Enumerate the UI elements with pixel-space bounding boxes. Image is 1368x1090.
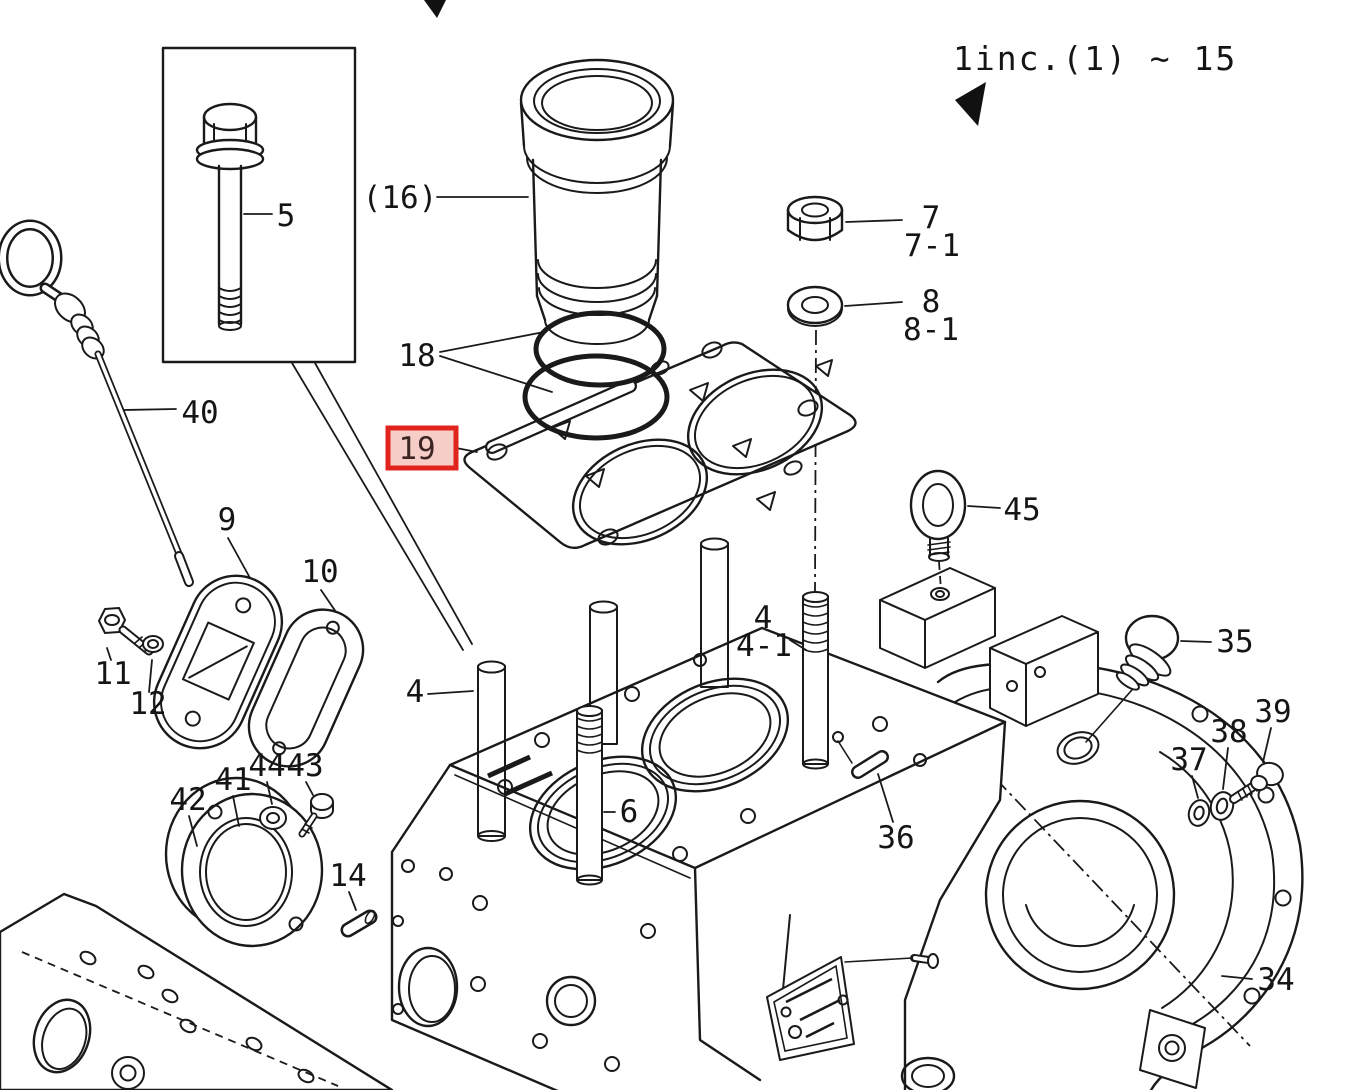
- small-bolt: [910, 953, 939, 969]
- dipstick: [0, 219, 194, 587]
- pointer-arrow-top-icon: [424, 0, 446, 18]
- part-label-7[interactable]: 7: [922, 200, 941, 236]
- cast-marks: [486, 754, 554, 797]
- part-label-14[interactable]: 14: [329, 858, 366, 894]
- leader-lines: [106, 196, 1272, 980]
- stud-4-mid: [589, 600, 618, 745]
- pointer-arrow-icon: [955, 82, 986, 126]
- plug-35: [1115, 614, 1180, 691]
- part-label-39[interactable]: 39: [1254, 694, 1291, 730]
- nut-7: [786, 195, 844, 242]
- timing-cover-plate: [0, 892, 394, 1090]
- stud-6: [576, 705, 603, 886]
- washer-8: [786, 285, 844, 327]
- cylinder-liner: [519, 58, 675, 345]
- part-label-34[interactable]: 34: [1257, 962, 1294, 998]
- part-label-41[interactable]: 41: [214, 762, 251, 798]
- bolt5-location-line2: [314, 362, 473, 645]
- washer-37: [1187, 799, 1211, 827]
- bottom-threaded-boss: [900, 1056, 956, 1090]
- part-label-7-1[interactable]: 7-1: [904, 228, 960, 264]
- part-label-38[interactable]: 38: [1210, 714, 1247, 750]
- side-cover-gasket: [247, 608, 365, 768]
- part-label-4-1[interactable]: 4-1: [736, 628, 792, 664]
- part-label-37[interactable]: 37: [1170, 742, 1207, 778]
- lifting-boss: [879, 567, 996, 669]
- part-label-4-right[interactable]: 4: [754, 600, 773, 636]
- flywheel-housing: [936, 661, 1304, 1090]
- part-label-42[interactable]: 42: [169, 782, 206, 818]
- mount-boss: [989, 615, 1099, 727]
- bolt-43: [298, 793, 334, 838]
- part-label-45[interactable]: 45: [1003, 492, 1040, 528]
- part-label-19[interactable]: 19: [398, 431, 435, 467]
- part-label-40[interactable]: 40: [181, 395, 218, 431]
- bolt-39: [1229, 761, 1284, 804]
- part-label-10[interactable]: 10: [301, 554, 338, 590]
- cylinder-bore-2: [640, 677, 790, 793]
- part-label-35[interactable]: 35: [1216, 624, 1253, 660]
- part-label-36[interactable]: 36: [877, 820, 914, 856]
- bolt-5: [195, 102, 265, 331]
- part-labels: 5 (16) 18 40 9 10 11 12 42 41 44 43 14 4…: [94, 180, 1294, 998]
- inset-box: [161, 46, 357, 364]
- stud-4-1: [802, 591, 829, 770]
- block-front-face: [392, 859, 656, 1072]
- liner-o-rings: [522, 310, 670, 441]
- stud-centerline: [814, 329, 817, 593]
- part-label-5[interactable]: 5: [277, 198, 296, 234]
- bolt5-location-line: [291, 362, 464, 651]
- housing-bottom-boss: [1139, 1009, 1206, 1089]
- dowel-pin-36: [832, 731, 889, 779]
- gasket-holes: [486, 341, 833, 546]
- highlighted-part-label-19[interactable]: 19: [385, 425, 459, 471]
- stud-4-tall: [700, 537, 729, 688]
- part-label-12[interactable]: 12: [129, 686, 166, 722]
- part-label-11[interactable]: 11: [94, 656, 131, 692]
- bearing-flange-41: [180, 792, 324, 948]
- part-label-9[interactable]: 9: [218, 502, 237, 538]
- stud-4-left: [477, 660, 506, 842]
- washer-44: [259, 806, 287, 830]
- side-cover: [152, 574, 284, 750]
- part-label-4-left[interactable]: 4: [406, 674, 425, 710]
- part-label-16[interactable]: (16): [363, 180, 438, 216]
- washer-12: [142, 635, 164, 653]
- part-label-43[interactable]: 43: [286, 748, 323, 784]
- dowel-pin-14: [340, 909, 378, 938]
- part-label-44[interactable]: 44: [248, 748, 285, 784]
- part-label-8-1[interactable]: 8-1: [903, 312, 959, 348]
- plate-holes: [79, 950, 315, 1084]
- engine-nameplate: [766, 953, 939, 1061]
- part-label-18[interactable]: 18: [398, 338, 435, 374]
- part-label-6[interactable]: 6: [620, 794, 639, 830]
- part-label-8[interactable]: 8: [922, 284, 941, 320]
- head-gasket: [463, 341, 857, 550]
- eyebolt-45: [909, 469, 967, 591]
- lock-washer-38: [1209, 791, 1235, 821]
- housing-centerline: [937, 717, 1251, 1047]
- inclusion-note: 1inc.(1) ~ 15: [953, 39, 1237, 78]
- cylinder-block: [390, 626, 1007, 1090]
